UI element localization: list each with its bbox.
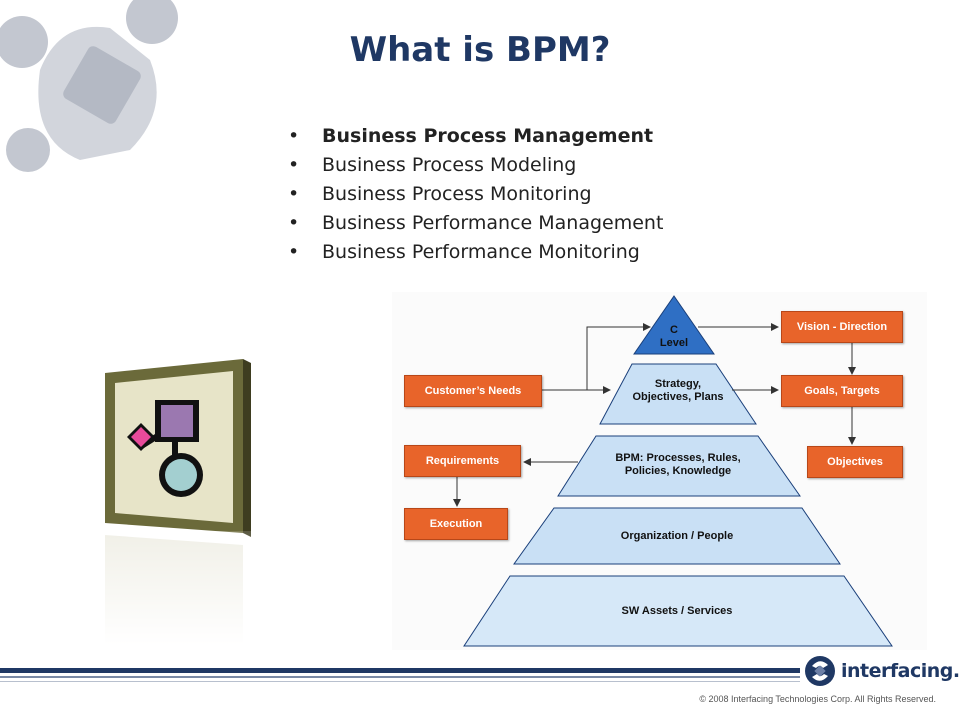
- bullet-text: Business Process Management: [322, 125, 654, 147]
- footer-divider-line-tertiary: [0, 681, 800, 682]
- bullet-item: • Business Process Modeling: [288, 151, 663, 180]
- organization-label-line1: Organization / People: [620, 530, 734, 542]
- interfacing-logo-icon: [805, 656, 835, 686]
- footer-divider-line: [0, 668, 800, 673]
- strategy-label-line2: Objectives, Plans: [632, 391, 724, 403]
- requirements-box: Requirements: [404, 445, 521, 477]
- bpm-level-label-line2: Policies, Knowledge: [624, 465, 732, 477]
- footer-divider-line-secondary: [0, 676, 800, 678]
- bullet-icon: •: [288, 241, 300, 263]
- decorative-logo-watermark: [0, 0, 178, 172]
- brand-logo: interfacing.: [803, 654, 960, 688]
- assets-label-line1: SW Assets / Services: [621, 605, 733, 617]
- bullet-item: • Business Performance Monitoring: [288, 238, 663, 267]
- apex-label: C Level: [644, 324, 704, 350]
- goals-targets-box: Goals, Targets: [781, 375, 903, 407]
- brand-name: interfacing.: [841, 660, 960, 682]
- execution-box: Execution: [404, 508, 508, 540]
- slide-title: What is BPM?: [349, 30, 611, 70]
- pyramid-level-strategy: [599, 363, 757, 425]
- pyramid-level-assets: [463, 575, 893, 647]
- apex-label-line1: C: [670, 324, 678, 336]
- pyramid-level-bpm: [557, 435, 801, 497]
- bullet-icon: •: [288, 125, 300, 147]
- assets-label: SW Assets / Services: [552, 605, 802, 618]
- organization-label: Organization / People: [552, 530, 802, 543]
- objectives-box: Objectives: [807, 446, 903, 478]
- bullet-text: Business Performance Monitoring: [322, 241, 640, 263]
- bullet-icon: •: [288, 212, 300, 234]
- bullet-text: Business Process Modeling: [322, 154, 577, 176]
- bullet-icon: •: [288, 183, 300, 205]
- pyramid-graphics: [453, 295, 893, 647]
- bpm-level-label: BPM: Processes, Rules, Policies, Knowled…: [588, 452, 768, 478]
- bullet-text: Business Process Monitoring: [322, 183, 592, 205]
- process-model-illustration: [95, 359, 255, 645]
- strategy-label: Strategy, Objectives, Plans: [610, 378, 746, 404]
- bullet-item: • Business Process Monitoring: [288, 180, 663, 209]
- copyright-notice: © 2008 Interfacing Technologies Corp. Al…: [699, 694, 936, 704]
- bullet-text: Business Performance Management: [322, 212, 664, 234]
- bullet-list: • Business Process Management • Business…: [288, 122, 663, 267]
- pyramid-level-organization: [513, 507, 841, 565]
- bullet-icon: •: [288, 154, 300, 176]
- bullet-item: • Business Process Management: [288, 122, 663, 151]
- bpm-level-label-line1: BPM: Processes, Rules,: [615, 452, 741, 464]
- customers-needs-box: Customer’s Needs: [404, 375, 542, 407]
- bullet-item: • Business Performance Management: [288, 209, 663, 238]
- pyramid-level-apex: [633, 295, 715, 355]
- bpm-pyramid-diagram: C Level Strategy, Objectives, Plans BPM:…: [392, 292, 927, 650]
- vision-direction-box: Vision - Direction: [781, 311, 903, 343]
- apex-label-line2: Level: [659, 337, 689, 349]
- strategy-label-line1: Strategy,: [654, 378, 702, 390]
